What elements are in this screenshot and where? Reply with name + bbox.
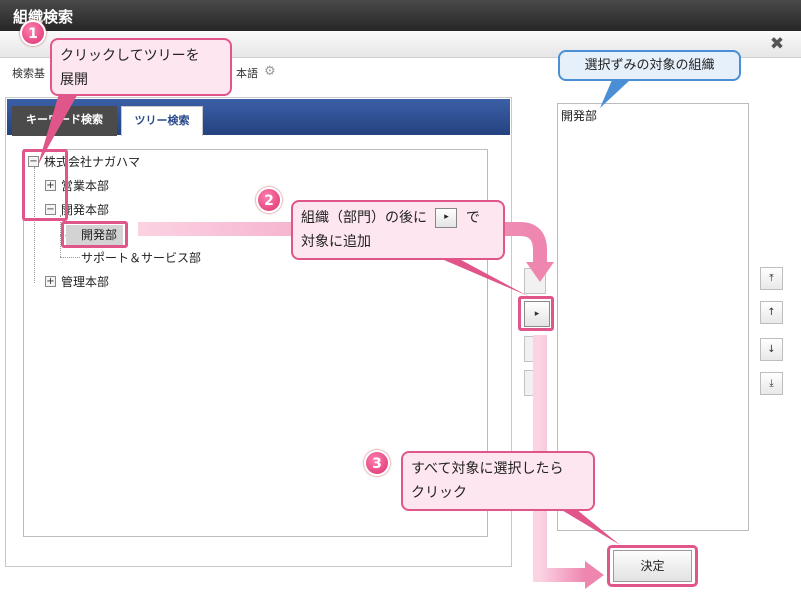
close-icon[interactable]: ✖ (769, 34, 785, 54)
collapse-icon[interactable]: − (45, 204, 56, 215)
callout-line: 組織（部門）の後に ▸ で (301, 206, 495, 230)
tree-root[interactable]: 株式会社ナガハマ (44, 155, 141, 169)
play-icon: ▸ (435, 208, 458, 228)
decide-button[interactable]: 決定 (613, 550, 692, 582)
callout-tail (430, 254, 528, 296)
callout-tail (38, 90, 80, 165)
tree-line (60, 257, 80, 258)
callout-text: で (465, 210, 480, 226)
gear-icon[interactable]: ⚙ (264, 64, 276, 79)
selected-node-highlight (66, 225, 123, 245)
tree-node-dev-hq[interactable]: 開発本部 (61, 203, 110, 217)
expand-icon[interactable]: + (45, 276, 56, 287)
callout-step-2: 組織（部門）の後に ▸ で 対象に追加 (291, 200, 505, 260)
callout-step-3: すべて対象に選択したら クリック (401, 451, 595, 511)
add-to-target-button[interactable]: ▸ (524, 301, 550, 327)
selected-list-item[interactable]: 開発部 (561, 109, 598, 123)
move-up-icon[interactable]: ↑ (760, 301, 783, 324)
tree-line (60, 235, 68, 236)
highlight-decide-button (607, 545, 698, 587)
callout-text: 組織（部門）の後に (301, 210, 427, 226)
step-badge-1: 1 (20, 20, 46, 46)
search-condition-label[interactable]: 検索基 (12, 67, 45, 80)
move-bottom-icon[interactable]: ⤓ (760, 372, 783, 395)
step-badge-3: 3 (364, 450, 390, 476)
arrow-head (585, 561, 604, 589)
move-top-icon[interactable]: ⤒ (760, 267, 783, 290)
callout-line: クリック (411, 485, 467, 501)
tab-tree-search[interactable]: ツリー検索 (121, 106, 203, 136)
tree-node-admin[interactable]: 管理本部 (61, 275, 110, 289)
callout-line: すべて対象に選択したら (411, 461, 564, 477)
tree-line (34, 167, 35, 283)
language-label[interactable]: 本語 (236, 67, 258, 80)
callout-line: 対象に追加 (301, 234, 371, 250)
expand-icon[interactable]: + (45, 180, 56, 191)
arrow-head (526, 262, 554, 282)
highlight-expand (22, 149, 68, 221)
highlight-dev-dept (61, 221, 128, 248)
callout-step-1: クリックしてツリーを 展開 (50, 38, 232, 96)
tree-node-sales[interactable]: 営業本部 (61, 179, 110, 193)
callout-tail (545, 500, 620, 545)
collapse-icon[interactable]: − (28, 156, 39, 167)
tree-line (60, 215, 61, 257)
tree-node-dev-dept[interactable]: 開発部 (81, 228, 118, 242)
callout-selected-orgs: 選択ずみの対象の組織 (558, 50, 741, 81)
arrow-decide (533, 335, 585, 582)
callout-line: クリックしてツリーを (60, 48, 200, 64)
arrow-add (138, 222, 547, 262)
window-title: 組織検索 (0, 0, 801, 31)
move-down-icon[interactable]: ↓ (760, 338, 783, 361)
highlight-add-button (518, 296, 554, 331)
tree-node-support[interactable]: サポート＆サービス部 (81, 251, 202, 265)
step-badge-2: 2 (256, 187, 282, 213)
callout-tail (600, 80, 630, 108)
callout-line: 展開 (60, 72, 88, 88)
